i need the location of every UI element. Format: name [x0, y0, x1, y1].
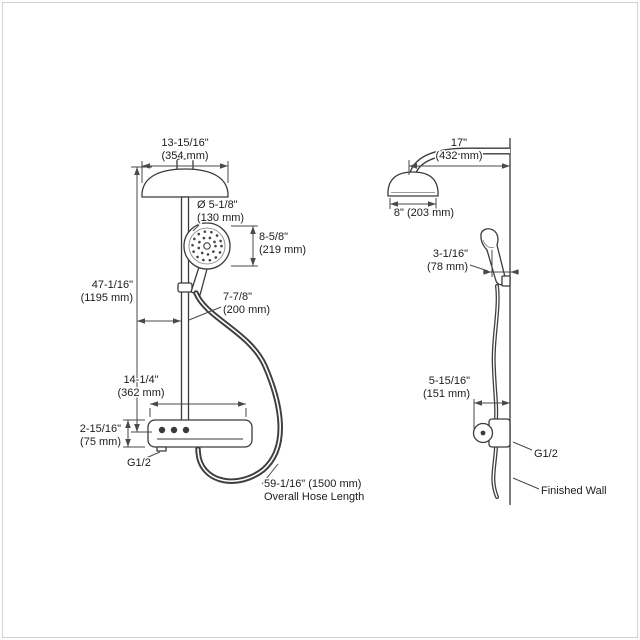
- front-dim-overall-height: 47-1/16" (1195 mm): [79, 166, 152, 433]
- label-front-connection: G1/2: [127, 457, 151, 469]
- label-height-mm: (1195 mm): [81, 292, 133, 304]
- label-valve-proj-in: 5-15/16": [429, 375, 470, 387]
- side-dim-valve-projection: 5-15/16" (151 mm): [421, 374, 510, 429]
- hose-front: [193, 290, 283, 484]
- front-dim-drop: 8-5/8" (219 mm): [231, 225, 308, 267]
- spray-center: [203, 242, 211, 250]
- label-head-depth: 8" (203 mm): [394, 207, 454, 219]
- valve-inlet-stub: [156, 446, 167, 452]
- side-dim-head-depth: 8" (203 mm): [389, 198, 456, 221]
- label-offset-in: 7-7/8": [223, 291, 252, 303]
- valve-button-1: [158, 426, 166, 434]
- handshower-handle: [190, 266, 208, 296]
- label-valve-height-in: 2-15/16": [80, 423, 121, 435]
- label-hose-length-caption: Overall Hose Length: [264, 491, 364, 503]
- label-offset-mm: (200 mm): [223, 304, 270, 316]
- hose-front-highlight: [195, 292, 282, 482]
- front-dim-handshower-diameter: Ø 5-1/8" (130 mm): [192, 198, 246, 232]
- label-projection-mm: (78 mm): [427, 261, 468, 273]
- slide-bar: [180, 196, 190, 422]
- valve-side-knob-center: [480, 430, 486, 436]
- valve-side: [472, 418, 511, 448]
- valve-button-2: [170, 426, 178, 434]
- handshower-side: [480, 228, 511, 287]
- rain-showerhead-front: [141, 168, 229, 198]
- label-arm-reach-mm: (432 mm): [435, 150, 482, 162]
- front-connection-callout: G1/2: [126, 451, 161, 471]
- handshower-wall-bracket: [501, 275, 511, 287]
- valve-button-3: [182, 426, 190, 434]
- handshower-bracket: [177, 282, 193, 293]
- label-valve-width-mm: (362 mm): [117, 387, 164, 399]
- label-valve-proj-mm: (151 mm): [423, 388, 470, 400]
- label-handshower-dia-in: Ø 5-1/8": [197, 199, 238, 211]
- label-valve-width-in: 14-1/4": [123, 374, 158, 386]
- label-hose-length: 59-1/16" (1500 mm): [264, 478, 361, 490]
- label-head-width-in: 13-15/16": [161, 137, 208, 149]
- label-projection-in: 3-1/16": [433, 248, 468, 260]
- valve-front: [147, 419, 253, 452]
- spray-ring-outer: [191, 230, 223, 262]
- label-height-in: 47-1/16": [92, 279, 133, 291]
- front-view: 13-15/16" (354 mm) Ø 5-1/8" (130 mm) 8-5…: [78, 136, 366, 505]
- side-dim-handshower-projection: 3-1/16" (78 mm): [426, 247, 519, 277]
- side-connection-callout: G1/2: [512, 441, 559, 462]
- label-finished-wall: Finished Wall: [541, 485, 607, 497]
- handshower-front: [183, 222, 231, 270]
- front-dim-valve-width: 14-1/4" (362 mm): [116, 373, 247, 417]
- label-head-width-mm: (354 mm): [161, 150, 208, 162]
- front-hose-length-callout: 59-1/16" (1500 mm) Overall Hose Length: [261, 463, 366, 505]
- label-drop-in: 8-5/8": [259, 231, 288, 243]
- front-dim-valve-height: 2-15/16" (75 mm): [78, 419, 145, 450]
- label-drop-mm: (219 mm): [259, 244, 306, 256]
- label-valve-height-mm: (75 mm): [80, 436, 121, 448]
- label-handshower-dia-mm: (130 mm): [197, 212, 244, 224]
- label-side-connection: G1/2: [534, 448, 558, 460]
- rain-showerhead-side: [387, 171, 439, 197]
- spray-ring-inner: [197, 236, 217, 256]
- front-dim-head-width: 13-15/16" (354 mm): [141, 136, 229, 183]
- shower-arm-side-inner: [409, 148, 510, 177]
- hose-side-lower-highlight: [492, 446, 498, 498]
- front-dim-offset: 7-7/8" (200 mm): [137, 290, 272, 324]
- side-dim-arm-reach: 17" (432 mm): [408, 136, 510, 175]
- label-arm-reach-in: 17": [451, 137, 467, 149]
- finished-wall-callout: Finished Wall: [512, 477, 608, 499]
- valve-body: [147, 419, 253, 448]
- side-view: 17" (432 mm) 8" (203 mm) 3-1/16" (78 mm): [387, 136, 608, 505]
